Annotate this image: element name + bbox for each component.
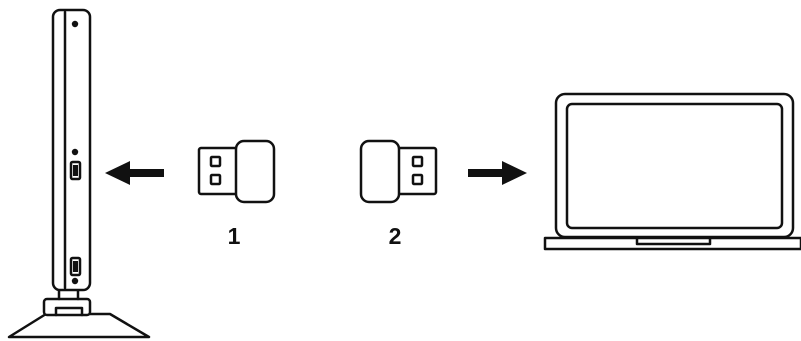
arrow-right-icon xyxy=(468,161,527,185)
step-label-2: 2 xyxy=(388,223,402,249)
arrow-left-icon xyxy=(105,161,164,185)
usb-dongle-icon xyxy=(197,139,276,204)
usb-extension-stand-icon xyxy=(7,8,151,339)
usb-dongle-icon xyxy=(359,139,438,204)
laptop-icon xyxy=(543,92,801,251)
step-label-1: 1 xyxy=(227,223,241,249)
